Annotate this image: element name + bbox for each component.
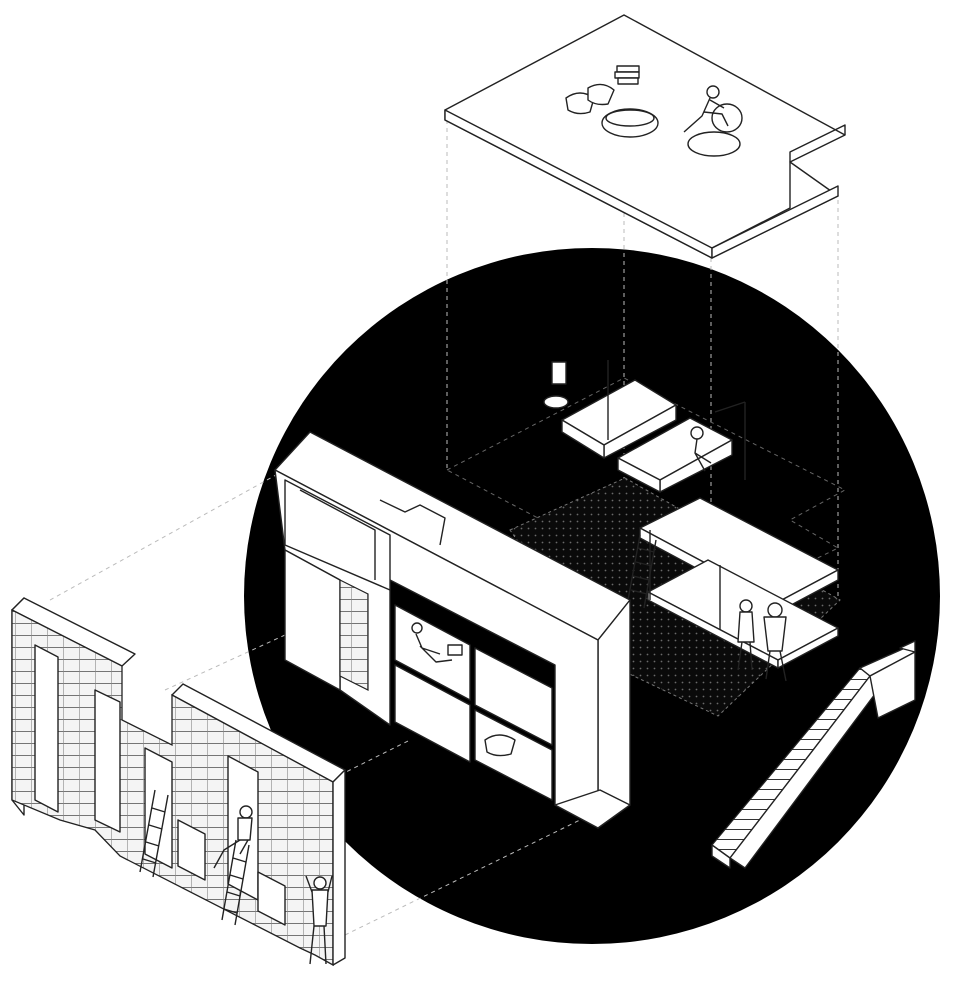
bunk-bed-icon: [627, 497, 839, 682]
cabinet-module-icon: [274, 431, 631, 829]
cushion-icon: [565, 83, 615, 115]
book-stack-icon: [614, 65, 640, 85]
projection-lines: [49, 120, 839, 936]
sofa-icon: [543, 360, 746, 493]
bean-bag-icon: [601, 103, 743, 157]
ladder-icon: [627, 534, 657, 609]
ladder-icon: [139, 789, 250, 926]
standing-people-icon: [737, 599, 787, 682]
roof-slab: [444, 14, 846, 259]
staircase-icon: [711, 640, 916, 869]
lounging-person-icon: [683, 85, 729, 133]
bookshelf-wall-icon: [11, 597, 346, 967]
